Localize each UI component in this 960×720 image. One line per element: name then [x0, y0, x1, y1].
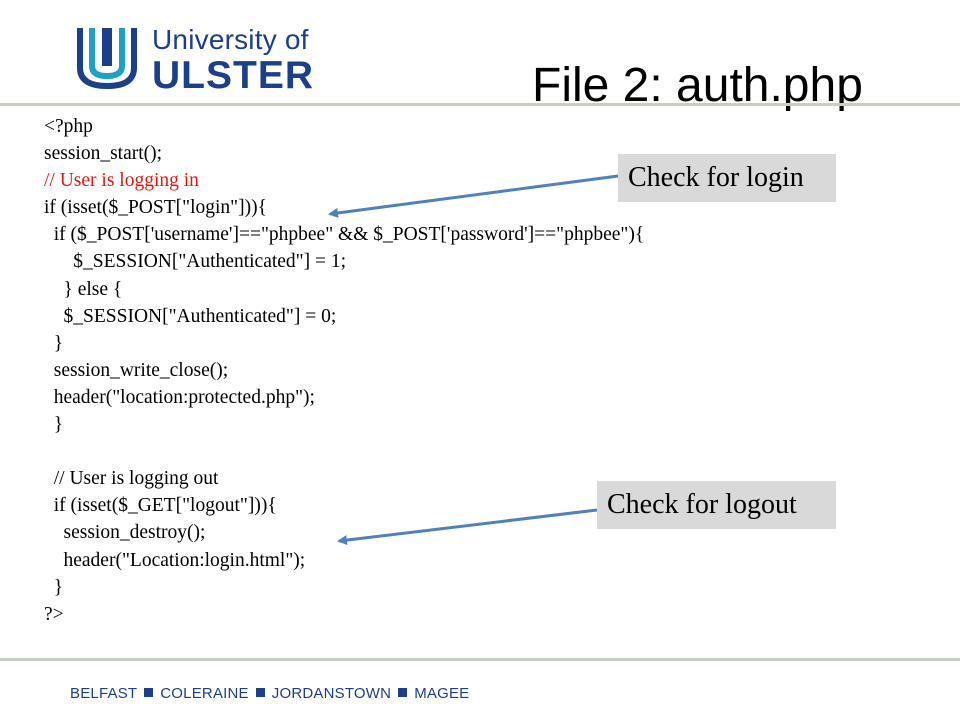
logo-emblem-icon [76, 24, 138, 90]
footer-campus-magee: MAGEE [414, 685, 470, 702]
code-line [44, 438, 644, 465]
code-line: } [44, 576, 64, 598]
logo-text-ulster: ULSTER [152, 54, 314, 97]
code-line: } else { [44, 278, 123, 300]
code-line: if (isset($_POST["login"])){ [44, 197, 267, 219]
code-line: header("Location:login.html"); [44, 549, 306, 571]
code-line: header("location:protected.php"); [44, 386, 315, 408]
code-line: ?> [44, 603, 64, 625]
footer-campus-belfast: BELFAST [70, 685, 138, 702]
code-line: $_SESSION["Authenticated"] = 1; [44, 251, 347, 273]
callout-check-logout: Check for logout [597, 481, 836, 529]
code-block: <?php session_start(); // User is logging … [44, 113, 644, 628]
header-divider [0, 103, 960, 106]
code-line: } [44, 332, 64, 354]
code-line: $_SESSION["Authenticated"] = 0; [44, 305, 337, 327]
footer-campus-coleraine: COLERAINE [160, 685, 249, 702]
callout-check-login: Check for login [618, 154, 836, 202]
logo-text-university: University of [152, 24, 309, 55]
code-line: session_write_close(); [44, 359, 229, 381]
footer-divider [0, 658, 960, 661]
square-bullet-icon [398, 688, 408, 697]
code-line: if (isset($_GET["logout"])){ [44, 495, 277, 517]
code-line: session_start(); [44, 143, 163, 165]
square-bullet-icon [144, 688, 154, 697]
code-line: } [44, 414, 64, 436]
square-bullet-icon [255, 688, 265, 697]
code-line: // User is logging in [44, 170, 199, 192]
university-logo: University of ULSTER [76, 24, 313, 97]
footer-campuses: BELFAST COLERAINE JORDANSTOWN MAGEE [70, 685, 469, 702]
code-line: if ($_POST['username']=="phpbee" && $_PO… [44, 224, 645, 246]
code-line: session_destroy(); [44, 522, 206, 544]
code-line: // User is logging out [44, 468, 219, 490]
code-line: <?php [44, 116, 93, 137]
footer-campus-jordanstown: JORDANSTOWN [271, 685, 392, 702]
